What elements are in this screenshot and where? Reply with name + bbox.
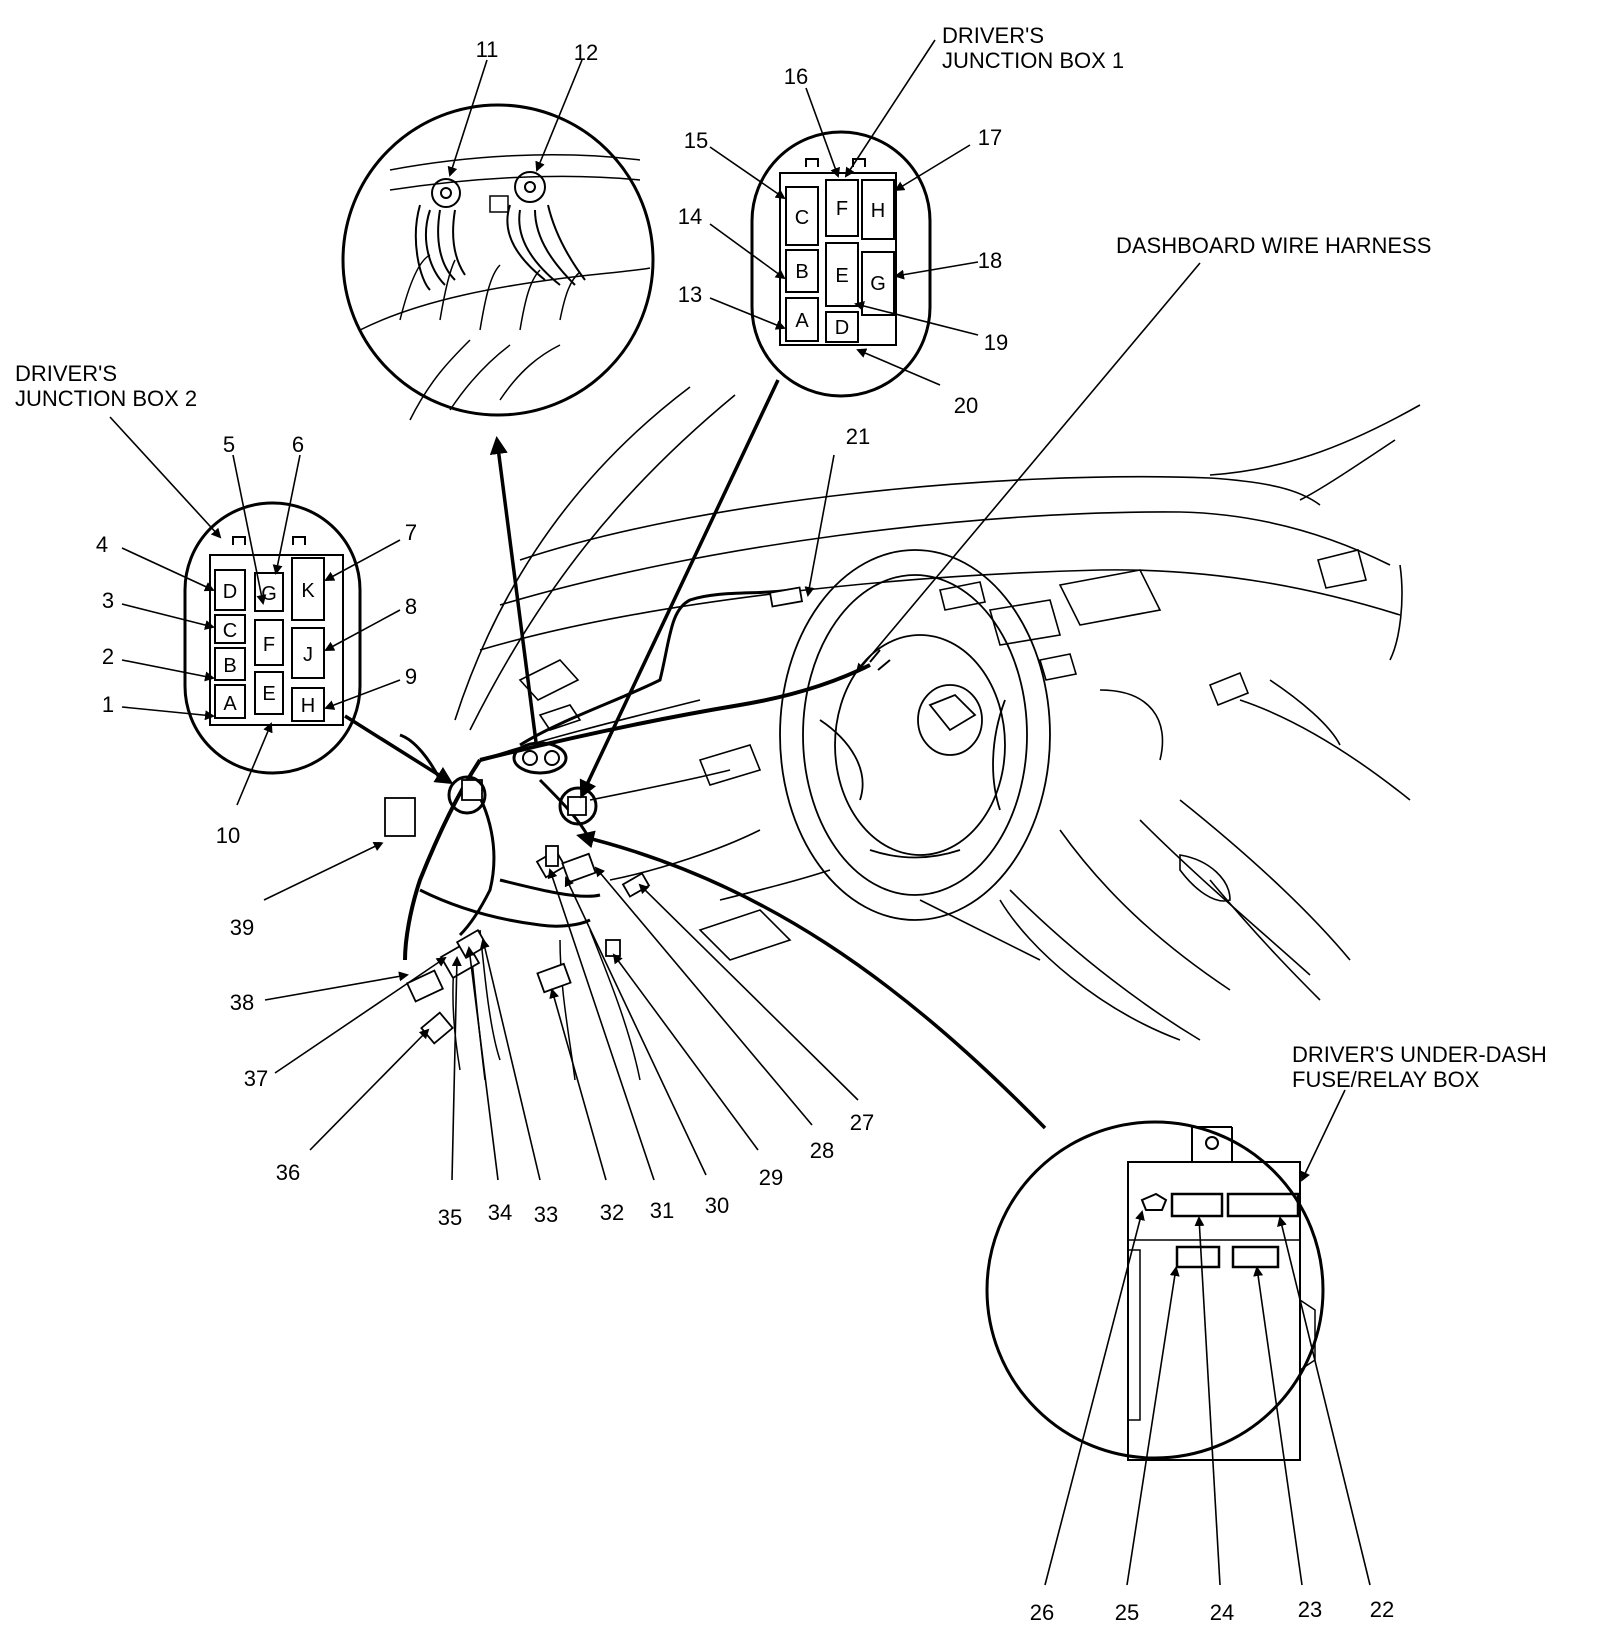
- connector-38: [405, 969, 445, 1003]
- callout-13: 13: [678, 282, 702, 307]
- jb2-pin-D: D: [223, 581, 237, 603]
- connector-35: [455, 928, 489, 960]
- jb1-pin-E: E: [835, 265, 848, 287]
- connector-30: [561, 852, 597, 884]
- callout-10: 10: [216, 823, 240, 848]
- fuse-relay-box-inset: [985, 1120, 1325, 1461]
- jb2-pin-C: C: [223, 620, 237, 642]
- callout-31: 31: [650, 1198, 674, 1223]
- jb1-pin-labels: C B A F E D H G: [795, 198, 886, 339]
- jb2-title-line1: DRIVER'S: [15, 361, 117, 386]
- callout-32: 32: [600, 1200, 624, 1225]
- fuse-box-title-line2: FUSE/RELAY BOX: [1292, 1067, 1480, 1092]
- connector-39: [384, 797, 416, 837]
- jb1-pin-F: F: [836, 198, 848, 220]
- steering-wheel: [779, 549, 1051, 921]
- harness-leader: [804, 262, 1201, 674]
- callout-28: 28: [810, 1138, 834, 1163]
- callout-21: 21: [846, 424, 870, 449]
- jb1-title-line1: DRIVER'S: [942, 23, 1044, 48]
- callout-35: 35: [438, 1205, 462, 1230]
- callout-7: 7: [405, 520, 417, 545]
- jb1-pin-C: C: [795, 207, 809, 229]
- callout-numbers: 1 2 3 4 5 6 7 8 9 10 11 12 13 14 15 16 1…: [96, 37, 1394, 1625]
- callout-25: 25: [1115, 1600, 1139, 1625]
- jb1-title-line2: JUNCTION BOX 1: [942, 48, 1124, 73]
- jb2-pin-J: J: [303, 644, 313, 666]
- callout-12: 12: [574, 40, 598, 65]
- callout-17: 17: [978, 125, 1002, 150]
- callout-39: 39: [230, 915, 254, 940]
- jb2-pin-E: E: [262, 683, 275, 705]
- jb2-title-line2: JUNCTION BOX 2: [15, 386, 197, 411]
- fuse-box-leaders: [1044, 1089, 1371, 1586]
- callout-24: 24: [1210, 1600, 1234, 1625]
- jb2-pin-K: K: [301, 580, 315, 602]
- callout-14: 14: [678, 204, 702, 229]
- jb2-location: [461, 779, 483, 801]
- dashboard-drawing: [454, 386, 1421, 1041]
- callout-29: 29: [759, 1165, 783, 1190]
- callout-33: 33: [534, 1202, 558, 1227]
- callout-30: 30: [705, 1193, 729, 1218]
- callout-11: 11: [476, 37, 499, 62]
- callout-22: 22: [1370, 1597, 1394, 1622]
- callout-16: 16: [784, 64, 808, 89]
- jb2-pin-G: G: [261, 583, 277, 605]
- jb2-pin-H: H: [301, 695, 315, 717]
- callout-37: 37: [244, 1066, 268, 1091]
- callout-8: 8: [405, 594, 417, 619]
- fuse-box-title-line1: DRIVER'S UNDER-DASH: [1292, 1042, 1547, 1067]
- jb2-pin-labels: D C B A G F E K J H: [223, 580, 316, 717]
- callout-27: 27: [850, 1110, 874, 1135]
- jb2-leaders: [109, 416, 401, 806]
- jb1-pin-A: A: [795, 310, 809, 332]
- lower-leaders: [263, 841, 859, 1181]
- callout-36: 36: [276, 1160, 300, 1185]
- block-labels: DRIVER'S JUNCTION BOX 1 DRIVER'S JUNCTIO…: [15, 23, 1547, 1092]
- connector-21: [768, 586, 804, 608]
- jb1-leaders: [709, 39, 979, 386]
- connector-29: [605, 939, 621, 957]
- callout-arrows: [344, 379, 1047, 1130]
- callout-15: 15: [684, 128, 708, 153]
- jb2-pin-A: A: [223, 693, 237, 715]
- connector-32-top: [545, 845, 559, 867]
- callout-6: 6: [292, 432, 304, 457]
- callout-26: 26: [1030, 1600, 1054, 1625]
- callout-23: 23: [1298, 1597, 1322, 1622]
- connector-36: [420, 1011, 454, 1045]
- upper-inset-leaders: [447, 59, 583, 177]
- callout-38: 38: [230, 990, 254, 1015]
- callout-19: 19: [984, 330, 1008, 355]
- jb2-pin-F: F: [263, 634, 275, 656]
- callout-4: 4: [96, 532, 108, 557]
- callout-9: 9: [405, 664, 417, 689]
- callout-34: 34: [488, 1200, 512, 1225]
- jb1-pin-B: B: [795, 261, 808, 283]
- jb2-pin-B: B: [223, 655, 236, 677]
- jb1-pin-G: G: [870, 273, 886, 295]
- location-circles: [447, 741, 598, 826]
- callout-20: 20: [954, 393, 978, 418]
- harness-label: DASHBOARD WIRE HARNESS: [1116, 233, 1431, 258]
- callout-18: 18: [978, 248, 1002, 273]
- connector-32: [536, 962, 572, 994]
- junction-box-1-inset: [750, 130, 932, 398]
- jb1-pin-D: D: [835, 317, 849, 339]
- upper-connectors-inset: [341, 103, 655, 421]
- callout-2: 2: [102, 644, 114, 669]
- jb1-pin-H: H: [871, 200, 885, 222]
- callout-5: 5: [223, 432, 235, 457]
- callout-3: 3: [102, 588, 114, 613]
- callout-1: 1: [102, 692, 114, 717]
